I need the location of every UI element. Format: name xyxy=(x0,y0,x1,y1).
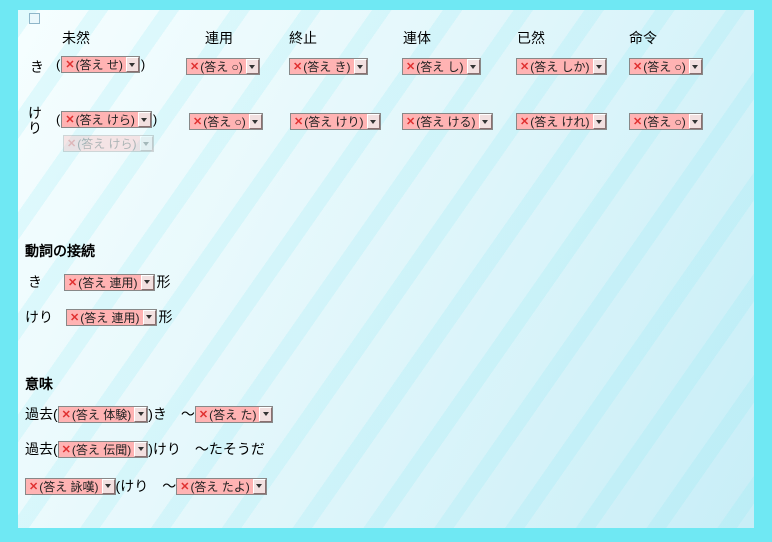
open-paren: ( xyxy=(56,57,61,72)
col-header-mizen: 未然 xyxy=(62,30,90,46)
select-keri-shushi[interactable]: ✕ (答え けり) xyxy=(290,113,381,130)
wrong-mark-icon: ✕ xyxy=(633,61,643,73)
select-keri-renyo[interactable]: ✕ (答え ○) xyxy=(189,113,263,130)
dropdown-arrow-icon xyxy=(245,59,259,74)
dropdown-arrow-icon xyxy=(140,274,154,290)
setsuzoku-suffix-keri: 形 xyxy=(158,309,173,325)
wrong-mark-icon: ✕ xyxy=(294,116,304,128)
setsuzoku-row-keri: けり ✕ (答え 連用) 形 xyxy=(25,307,173,327)
dropdown-arrow-icon xyxy=(353,59,367,74)
dropdown-arrow-icon xyxy=(142,309,156,325)
open-paren: ( xyxy=(56,112,61,127)
close-paren: ) xyxy=(152,112,158,127)
wrong-mark-icon: ✕ xyxy=(70,311,80,324)
select-ki-shushi[interactable]: ✕ (答え き) xyxy=(289,58,368,75)
dropdown-arrow-icon xyxy=(366,114,380,129)
select-ki-mizen[interactable]: ✕ (答え せ) xyxy=(61,56,140,73)
select-imi-tayo[interactable]: ✕ (答え たよ) xyxy=(176,477,267,495)
wrong-mark-icon: ✕ xyxy=(520,61,530,73)
select-imi-eitan[interactable]: ✕ (答え 詠嘆) xyxy=(25,477,116,495)
wrong-mark-icon: ✕ xyxy=(520,116,530,128)
dropdown-arrow-icon xyxy=(134,441,148,457)
select-imi-taiken[interactable]: ✕ (答え 体験) xyxy=(57,405,149,423)
imi-row1-mid: )き 〜 xyxy=(148,406,195,422)
dropdown-arrow-icon xyxy=(592,114,606,129)
imi-row2-post: )けり 〜たそうだ xyxy=(148,441,265,457)
wrong-mark-icon: ✕ xyxy=(198,408,209,421)
row-label-ki: き xyxy=(30,59,44,75)
col-header-meirei: 命令 xyxy=(629,30,657,46)
wrong-mark-icon: ✕ xyxy=(65,114,75,126)
select-keri-izen[interactable]: ✕ (答え けれ) xyxy=(516,113,607,130)
section-title-setsuzoku: 動詞の接続 xyxy=(25,243,95,259)
imi-row3-mid: (けり 〜 xyxy=(115,478,177,494)
wrong-mark-icon: ✕ xyxy=(193,116,203,128)
setsuzoku-row-ki: き ✕ (答え 連用) 形 xyxy=(28,272,171,292)
dropdown-arrow-icon xyxy=(248,114,262,129)
col-header-renyo: 連用 xyxy=(205,30,233,46)
select-imi-ta[interactable]: ✕ (答え た) xyxy=(194,405,274,423)
ghost-select-artifact: ✕ (答え けら) xyxy=(63,135,154,152)
dropdown-arrow-icon xyxy=(478,114,492,129)
keri-mizen-cell: ( ✕ (答え けら) ) xyxy=(55,111,158,128)
dropdown-arrow-icon xyxy=(259,406,273,422)
wrong-mark-icon: ✕ xyxy=(65,59,75,71)
imi-row-eitan: ✕ (答え 詠嘆) (けり 〜 ✕ (答え たよ) xyxy=(25,476,267,496)
ki-mizen-cell: ( ✕ (答え せ) ) xyxy=(55,56,146,73)
wrong-mark-icon: ✕ xyxy=(61,443,71,456)
dropdown-arrow-icon xyxy=(688,59,702,74)
wrong-mark-icon: ✕ xyxy=(293,61,303,73)
setsuzoku-label-ki: き xyxy=(28,274,42,290)
wrong-mark-icon: ✕ xyxy=(633,116,643,128)
imi-row-kako-taiken: 過去( ✕ (答え 体験) )き 〜 ✕ (答え た) xyxy=(25,404,274,424)
dropdown-arrow-icon xyxy=(466,59,480,74)
imi-row-kako-denbun: 過去( ✕ (答え 伝聞) )けり 〜たそうだ xyxy=(25,439,265,459)
select-ki-meirei[interactable]: ✕ (答え ○) xyxy=(629,58,703,75)
dropdown-arrow-icon xyxy=(134,406,148,422)
dropdown-arrow-icon xyxy=(137,112,151,127)
wrong-mark-icon: ✕ xyxy=(29,480,39,493)
tiny-box-artifact xyxy=(29,13,40,24)
row-label-keri: けり xyxy=(28,105,42,136)
dropdown-arrow-icon xyxy=(688,114,702,129)
dropdown-arrow-icon xyxy=(252,478,266,494)
dropdown-arrow-icon xyxy=(101,478,115,494)
col-header-izen: 已然 xyxy=(517,30,545,46)
wrong-mark-icon: ✕ xyxy=(61,408,71,421)
select-ki-izen[interactable]: ✕ (答え しか) xyxy=(516,58,607,75)
dropdown-arrow-icon xyxy=(139,136,153,151)
section-title-imi: 意味 xyxy=(25,376,53,392)
setsuzoku-suffix-ki: 形 xyxy=(156,274,171,290)
select-imi-denbun[interactable]: ✕ (答え 伝聞) xyxy=(57,440,149,458)
col-header-rentai: 連体 xyxy=(403,30,431,46)
select-keri-setsuzoku[interactable]: ✕ (答え 連用) xyxy=(66,308,157,326)
wrong-mark-icon: ✕ xyxy=(67,138,77,150)
dropdown-arrow-icon xyxy=(592,59,606,74)
wrong-mark-icon: ✕ xyxy=(406,61,416,73)
select-keri-rentai[interactable]: ✕ (答え ける) xyxy=(402,113,493,130)
dropdown-arrow-icon xyxy=(125,57,139,72)
wrong-mark-icon: ✕ xyxy=(68,276,78,289)
close-paren: ) xyxy=(140,57,146,72)
wrong-mark-icon: ✕ xyxy=(190,61,200,73)
imi-row2-pre: 過去( xyxy=(25,441,58,457)
select-keri-meirei[interactable]: ✕ (答え ○) xyxy=(629,113,703,130)
col-header-shushi: 終止 xyxy=(289,30,317,46)
wrong-mark-icon: ✕ xyxy=(406,116,416,128)
select-ki-setsuzoku[interactable]: ✕ (答え 連用) xyxy=(64,273,155,291)
wrong-mark-icon: ✕ xyxy=(180,480,190,493)
setsuzoku-label-keri: けり xyxy=(25,309,53,325)
imi-row1-pre: 過去( xyxy=(25,406,58,422)
select-ki-renyo[interactable]: ✕ (答え ○) xyxy=(186,58,260,75)
select-keri-mizen[interactable]: ✕ (答え けら) xyxy=(61,111,152,128)
select-ki-rentai[interactable]: ✕ (答え し) xyxy=(402,58,481,75)
